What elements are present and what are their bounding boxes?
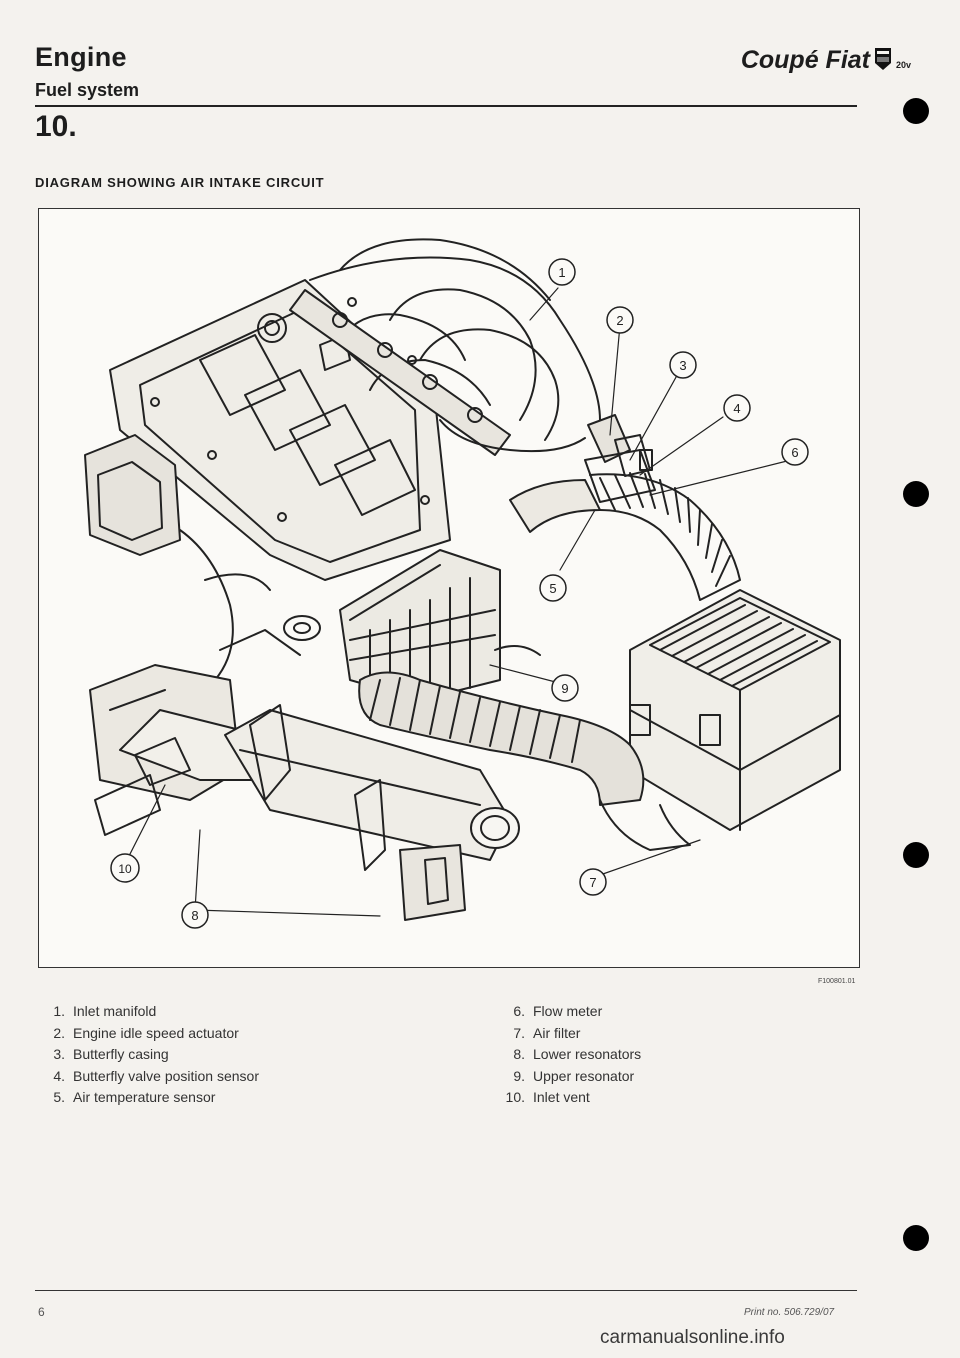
- svg-text:7: 7: [589, 875, 596, 890]
- intake-duct-upper-illustration: [509, 472, 741, 601]
- callout-8: 8: [181, 901, 209, 929]
- upper-resonator-illustration: [339, 549, 541, 701]
- callout-markers: 1 2 3 4 6 5 9 7 10 8: [110, 258, 809, 929]
- legend-text: Butterfly casing: [73, 1046, 169, 1062]
- legend-item: 8. Lower resonators: [505, 1044, 805, 1066]
- legend-number: 2.: [53, 1024, 65, 1041]
- lower-resonators-illustration: [89, 664, 520, 921]
- svg-text:4: 4: [733, 401, 740, 416]
- butterfly-casing-illustration: [584, 414, 656, 503]
- callout-leaders: [126, 287, 792, 917]
- legend-text: Air filter: [533, 1024, 581, 1041]
- footer-rule: [35, 1290, 857, 1291]
- legend-number: 5.: [53, 1089, 65, 1105]
- air-filter-illustration: [629, 589, 841, 831]
- callout-2: 2: [606, 306, 634, 334]
- svg-text:10: 10: [118, 862, 132, 876]
- inlet-manifold-illustration: [289, 238, 601, 456]
- legend-text: Inlet manifold: [73, 1003, 157, 1019]
- legend-item: 3. Butterfly casing: [45, 1044, 425, 1066]
- legend-text: Butterfly valve position sensor: [73, 1067, 259, 1084]
- legend-item: 9. Upper resonator: [505, 1066, 805, 1088]
- subsection-title: Fuel system: [35, 80, 140, 100]
- legend-number: 3.: [53, 1046, 65, 1062]
- legend-item: 7. Air filter: [505, 1023, 805, 1045]
- legend-text: Upper resonator: [533, 1067, 635, 1084]
- legend-text: Lower resonators: [533, 1046, 642, 1062]
- legend-number: 6.: [513, 1003, 525, 1019]
- legend-number: 8.: [513, 1046, 525, 1062]
- watermark: carmanualsonline.info: [600, 1327, 785, 1348]
- callout-7: 7: [579, 868, 607, 896]
- callout-5: 5: [539, 574, 567, 602]
- legend-number: 7.: [513, 1024, 525, 1041]
- item-number: 10.: [35, 110, 77, 143]
- legend-number: 1.: [53, 1003, 65, 1019]
- svg-text:2: 2: [616, 313, 623, 328]
- legend-item: 6. Flow meter: [505, 1001, 805, 1023]
- figure-caption: DIAGRAM SHOWING AIR INTAKE CIRCUIT: [35, 175, 325, 190]
- callout-10: 10: [110, 853, 140, 883]
- legend-text: Flow meter: [533, 1003, 603, 1019]
- figure-code: F100801.01: [818, 978, 856, 985]
- binder-hole: [903, 98, 929, 124]
- legend-number: 4.: [53, 1067, 65, 1084]
- legend-text: Inlet vent: [533, 1089, 590, 1105]
- air-intake-diagram: 1 2 3 4 6 5 9 7 10 8: [84, 238, 841, 929]
- corrugated-hose-illustration: [358, 671, 691, 851]
- engine-block-left-illustration: [84, 434, 321, 681]
- legend-text: Air temperature sensor: [73, 1089, 216, 1105]
- callout-6: 6: [781, 438, 809, 466]
- binder-hole: [903, 481, 929, 507]
- print-number: Print no. 506.729/07: [744, 1307, 835, 1318]
- legend-item: 4. Butterfly valve position sensor: [45, 1066, 425, 1088]
- section-title: Engine: [35, 42, 127, 72]
- legend-item: 1. Inlet manifold: [45, 1001, 425, 1023]
- legend-text: Engine idle speed actuator: [73, 1024, 239, 1041]
- legend-right: 6. Flow meter 7. Air filter 8. Lower resona…: [505, 1001, 805, 1109]
- legend-item: 5. Air temperature sensor: [45, 1087, 425, 1109]
- svg-text:1: 1: [558, 265, 565, 280]
- svg-text:9: 9: [561, 681, 568, 696]
- legend-number: 10.: [505, 1089, 525, 1105]
- brand-variant: 20v: [896, 60, 912, 70]
- legend-number: 9.: [513, 1067, 525, 1084]
- header-rule: [35, 105, 857, 107]
- legend-item: 2. Engine idle speed actuator: [45, 1023, 425, 1045]
- callout-9: 9: [551, 674, 579, 702]
- binder-hole: [903, 1225, 929, 1251]
- svg-text:5: 5: [549, 581, 556, 596]
- fiat-badge-icon: [875, 48, 891, 70]
- legend-item: 10. Inlet vent: [505, 1087, 805, 1109]
- callout-3: 3: [669, 351, 697, 379]
- svg-text:3: 3: [679, 358, 686, 373]
- callout-1: 1: [548, 258, 576, 286]
- legend-left: 1. Inlet manifold 2. Engine idle speed act…: [45, 1001, 425, 1109]
- binder-hole: [903, 842, 929, 868]
- brand-title: Coupé Fiat: [740, 46, 870, 74]
- svg-text:6: 6: [791, 445, 798, 460]
- page-number: 6: [38, 1305, 45, 1319]
- callout-4: 4: [723, 394, 751, 422]
- svg-text:8: 8: [191, 908, 198, 923]
